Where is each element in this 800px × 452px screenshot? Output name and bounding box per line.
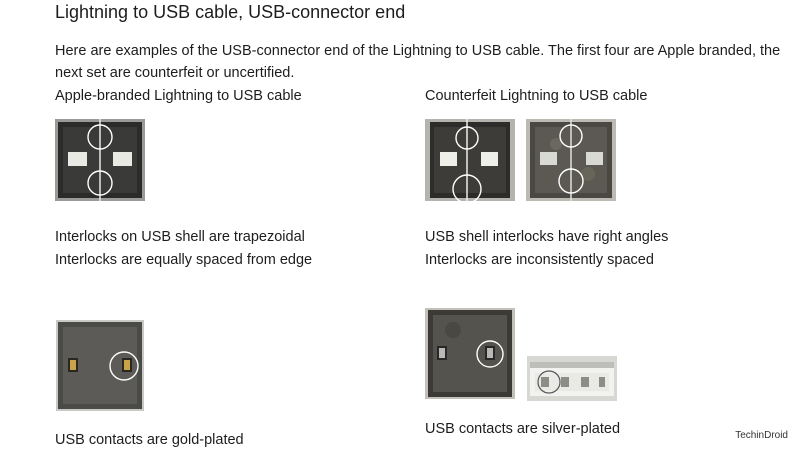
usb-connector-side-photo-icon xyxy=(527,356,617,401)
apple-caption-line2: Interlocks are equally spaced from edge xyxy=(55,252,313,268)
counterfeit-caption-line1: USB shell interlocks have right angles xyxy=(425,229,669,245)
watermark: TechinDroid xyxy=(735,430,788,441)
apple-contacts-caption: USB contacts are gold-plated xyxy=(55,432,244,448)
intro-paragraph: Here are examples of the USB-connector e… xyxy=(55,43,781,81)
usb-shell-photo-icon xyxy=(55,119,145,201)
page-title: Lightning to USB cable, USB-connector en… xyxy=(55,2,406,22)
apple-caption-line1: Interlocks on USB shell are trapezoidal xyxy=(55,229,305,245)
counterfeit-section-heading: Counterfeit Lightning to USB cable xyxy=(425,88,648,104)
usb-shell-photo-icon xyxy=(425,119,515,201)
usb-shell-photo-icon xyxy=(526,119,616,201)
counterfeit-contacts-caption: USB contacts are silver-plated xyxy=(425,421,621,437)
apple-section-heading: Apple-branded Lightning to USB cable xyxy=(55,88,302,104)
usb-contacts-photo-icon xyxy=(56,320,144,411)
usb-contacts-photo-icon xyxy=(425,308,515,399)
counterfeit-caption-line2: Interlocks are inconsistently spaced xyxy=(425,252,654,268)
